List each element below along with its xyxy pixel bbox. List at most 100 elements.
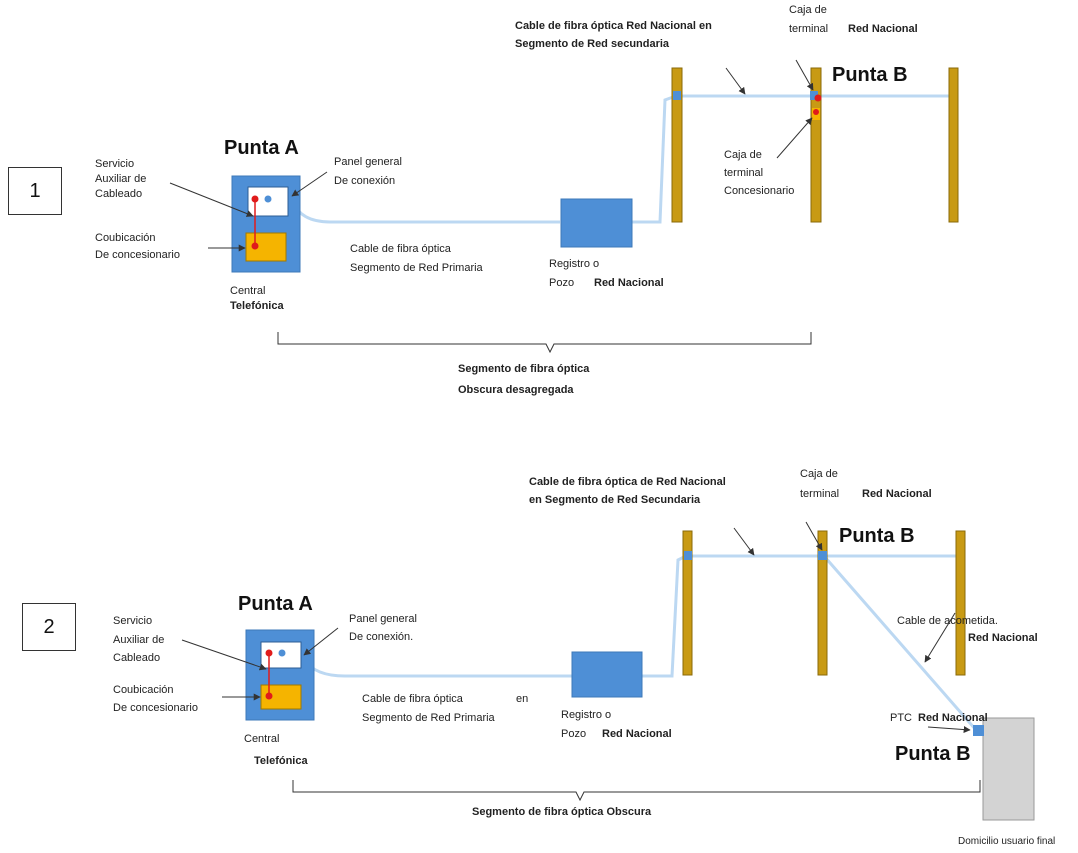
segment-label-1b: Obscura desagregada: [458, 384, 574, 396]
punta-b-label-2: Punta B: [839, 525, 915, 547]
coub-label-2b: De concesionario: [113, 702, 198, 714]
port-red-panel-1: [251, 195, 259, 203]
arrow-ptc-2: [927, 726, 971, 734]
registro-pozo-1: [560, 198, 633, 248]
caja-label-1c: Red Nacional: [848, 23, 918, 35]
caja-label-2a: Caja de: [800, 468, 838, 480]
cable-prim-label-1a: Cable de fibra óptica: [350, 243, 451, 255]
arrow-caja-conc-1: [776, 117, 813, 159]
diagram-number-2: 2: [22, 603, 76, 651]
fiber-cable-acometida-2: [822, 555, 978, 731]
diagram-number-2-text: 2: [43, 615, 55, 638]
registro-label-1b: Pozo: [549, 277, 575, 289]
pole-2a: [682, 530, 693, 676]
segment-brace-1: [277, 332, 812, 354]
segment-brace-2: [292, 780, 981, 802]
acometida-label-2a: Cable de acometida.: [897, 615, 998, 627]
diagram-number-1: 1: [8, 167, 62, 215]
registro-label-2a: Registro o: [561, 709, 612, 721]
caja-terminal-red-nacional-2: [818, 551, 827, 560]
servicio-label-2b: Auxiliar de: [113, 634, 165, 646]
central-label-1a: Central: [230, 285, 266, 297]
cable-prim-label-1b: Segmento de Red Primaria: [350, 262, 483, 274]
registro-label-1c: Red Nacional: [594, 277, 664, 289]
pole-2c: [955, 530, 966, 676]
servicio-label-2a: Servicio: [113, 615, 153, 627]
servicio-label-2c: Cableado: [113, 652, 161, 664]
domicilio-label: Domicilio usuario final: [958, 836, 1056, 847]
arrow-panel-2: [303, 627, 339, 656]
arrow-caja-2: [805, 521, 823, 551]
servicio-label-1b: Auxiliar de: [95, 173, 147, 185]
splice-box-2a: [684, 551, 692, 560]
punta-a-label-1: Punta A: [224, 137, 299, 159]
cable-sec-label-2b: en Segmento de Red Secundaria: [529, 494, 701, 506]
registro-label-1a: Registro o: [549, 258, 600, 270]
coub-label-1b: De concesionario: [95, 249, 180, 261]
caja-port-red-1b: [813, 109, 819, 115]
cable-prim-label-2b: en: [516, 693, 529, 705]
arrow-caja-1: [795, 59, 814, 91]
central-label-2a: Central: [244, 733, 280, 745]
servicio-label-1a: Servicio: [95, 158, 135, 170]
caja-conc-label-1c: Concesionario: [724, 185, 795, 197]
cable-sec-label-1a: Cable de fibra óptica Red Nacional en: [515, 20, 712, 32]
ptc-label-a: PTC: [890, 712, 912, 724]
pole-1b: [810, 67, 822, 223]
caja-conc-label-1b: terminal: [724, 167, 764, 179]
panel-label-1a: Panel general: [334, 156, 402, 168]
pole-2b: [817, 530, 828, 676]
cable-prim-label-2a: Cable de fibra óptica: [362, 693, 463, 705]
caja-label-2c: Red Nacional: [862, 488, 932, 500]
fiber-cable-primary-1: [290, 199, 560, 224]
fiber-cable-primary-2: [303, 659, 572, 678]
coub-label-2a: Coubicación: [113, 684, 174, 696]
port-red-panel-2: [265, 649, 273, 657]
arrow-cable-sec-1: [725, 67, 746, 95]
acometida-label-2b: Red Nacional: [968, 632, 1038, 644]
ptc-label-b: Red Nacional: [918, 712, 988, 724]
central-label-2b: Telefónica: [254, 755, 308, 767]
panel-label-2a: Panel general: [349, 613, 417, 625]
segment-label-1a: Segmento de fibra óptica: [458, 363, 590, 375]
arrow-servicio-1: [169, 182, 254, 217]
diagram-number-1-text: 1: [29, 179, 41, 202]
central-label-1b: Telefónica: [230, 300, 284, 312]
coub-label-1a: Coubicación: [95, 232, 156, 244]
fiber-cable-to-pole-1: [632, 94, 677, 224]
pole-1c: [948, 67, 959, 223]
punta-b-label-2-domicilio: Punta B: [895, 743, 971, 765]
arrow-servicio-2: [181, 639, 267, 671]
registro-label-2b: Pozo: [561, 728, 587, 740]
arrow-cable-sec-2: [733, 527, 755, 556]
panel-label-2b: De conexión.: [349, 631, 414, 643]
arrow-acometida-2: [924, 612, 956, 663]
panel-label-1b: De conexión: [334, 175, 396, 187]
port-blue-panel-1: [264, 195, 272, 203]
arrow-panel-1: [291, 171, 328, 197]
caja-terminal-red-nacional-1: [810, 91, 818, 100]
registro-pozo-2: [571, 651, 643, 698]
caja-conc-label-1a: Caja de: [724, 149, 762, 161]
servicio-label-1c: Cableado: [95, 188, 143, 200]
port-blue-panel-2: [278, 649, 286, 657]
cable-prim-label-2c: Segmento de Red Primaria: [362, 712, 495, 724]
caja-label-2b: terminal: [800, 488, 840, 500]
ptc-box: [973, 725, 984, 736]
cable-sec-label-2a: Cable de fibra óptica de Red Nacional: [529, 476, 726, 488]
registro-label-2c: Red Nacional: [602, 728, 672, 740]
caja-port-red-1a: [814, 94, 822, 102]
cable-sec-label-1b: Segmento de Red secundaria: [515, 38, 670, 50]
caja-label-1b: terminal: [789, 23, 829, 35]
splice-box-1a: [673, 91, 681, 100]
fiber-cable-to-pole-2: [642, 554, 687, 678]
port-red-coub-1: [251, 242, 259, 250]
segment-label-2: Segmento de fibra óptica Obscura: [472, 806, 652, 818]
domicilio-box: [982, 717, 1035, 821]
caja-label-1a: Caja de: [789, 4, 827, 16]
punta-b-label-1: Punta B: [832, 64, 908, 86]
port-red-coub-2: [265, 692, 273, 700]
pole-1a: [671, 67, 683, 223]
punta-a-label-2: Punta A: [238, 593, 313, 615]
